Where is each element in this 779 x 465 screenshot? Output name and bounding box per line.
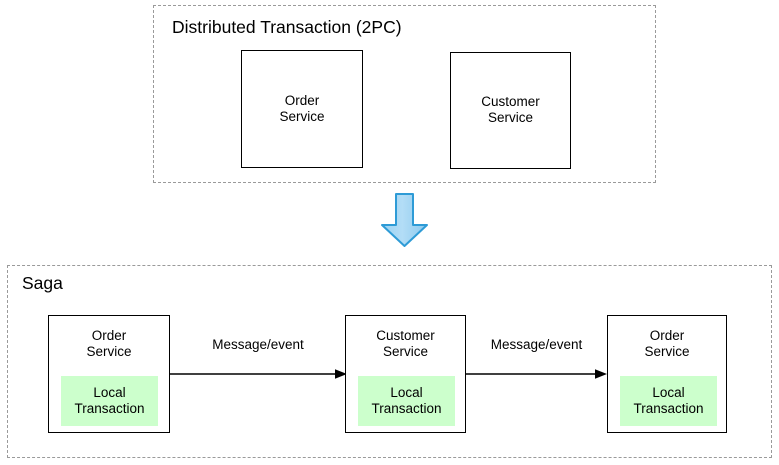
box-saga-order-service-1[interactable]: Order Service Local Transaction xyxy=(48,315,170,433)
box-saga-order-service-2-label: Order Service xyxy=(644,328,690,359)
local-transaction-saga-order-service-2: Local Transaction xyxy=(620,376,717,426)
box-customer-service-2pc-label: Customer Service xyxy=(481,94,540,125)
box-order-service-2pc-label: Order Service xyxy=(279,93,325,124)
group-distributed-transaction xyxy=(153,5,656,183)
box-saga-customer-service-label: Customer Service xyxy=(376,328,435,359)
box-saga-customer-service[interactable]: Customer Service Local Transaction xyxy=(345,315,466,433)
connector-2-arrow-icon xyxy=(466,367,607,381)
group-distributed-transaction-title: Distributed Transaction (2PC) xyxy=(172,17,402,37)
local-transaction-saga-customer-service: Local Transaction xyxy=(358,376,455,426)
connector-1-label: Message/event xyxy=(212,337,304,352)
group-saga-title: Saga xyxy=(22,273,63,293)
connector-1-arrow-icon xyxy=(170,367,347,381)
down-arrow-icon xyxy=(379,192,430,248)
box-saga-order-service-2[interactable]: Order Service Local Transaction xyxy=(607,315,727,433)
connector-2-label: Message/event xyxy=(490,337,583,352)
box-saga-order-service-1-label: Order Service xyxy=(86,328,132,359)
group-saga xyxy=(7,265,772,458)
box-customer-service-2pc[interactable]: Customer Service xyxy=(450,52,571,169)
local-transaction-saga-order-service-1: Local Transaction xyxy=(61,376,158,426)
box-order-service-2pc[interactable]: Order Service xyxy=(241,50,363,168)
